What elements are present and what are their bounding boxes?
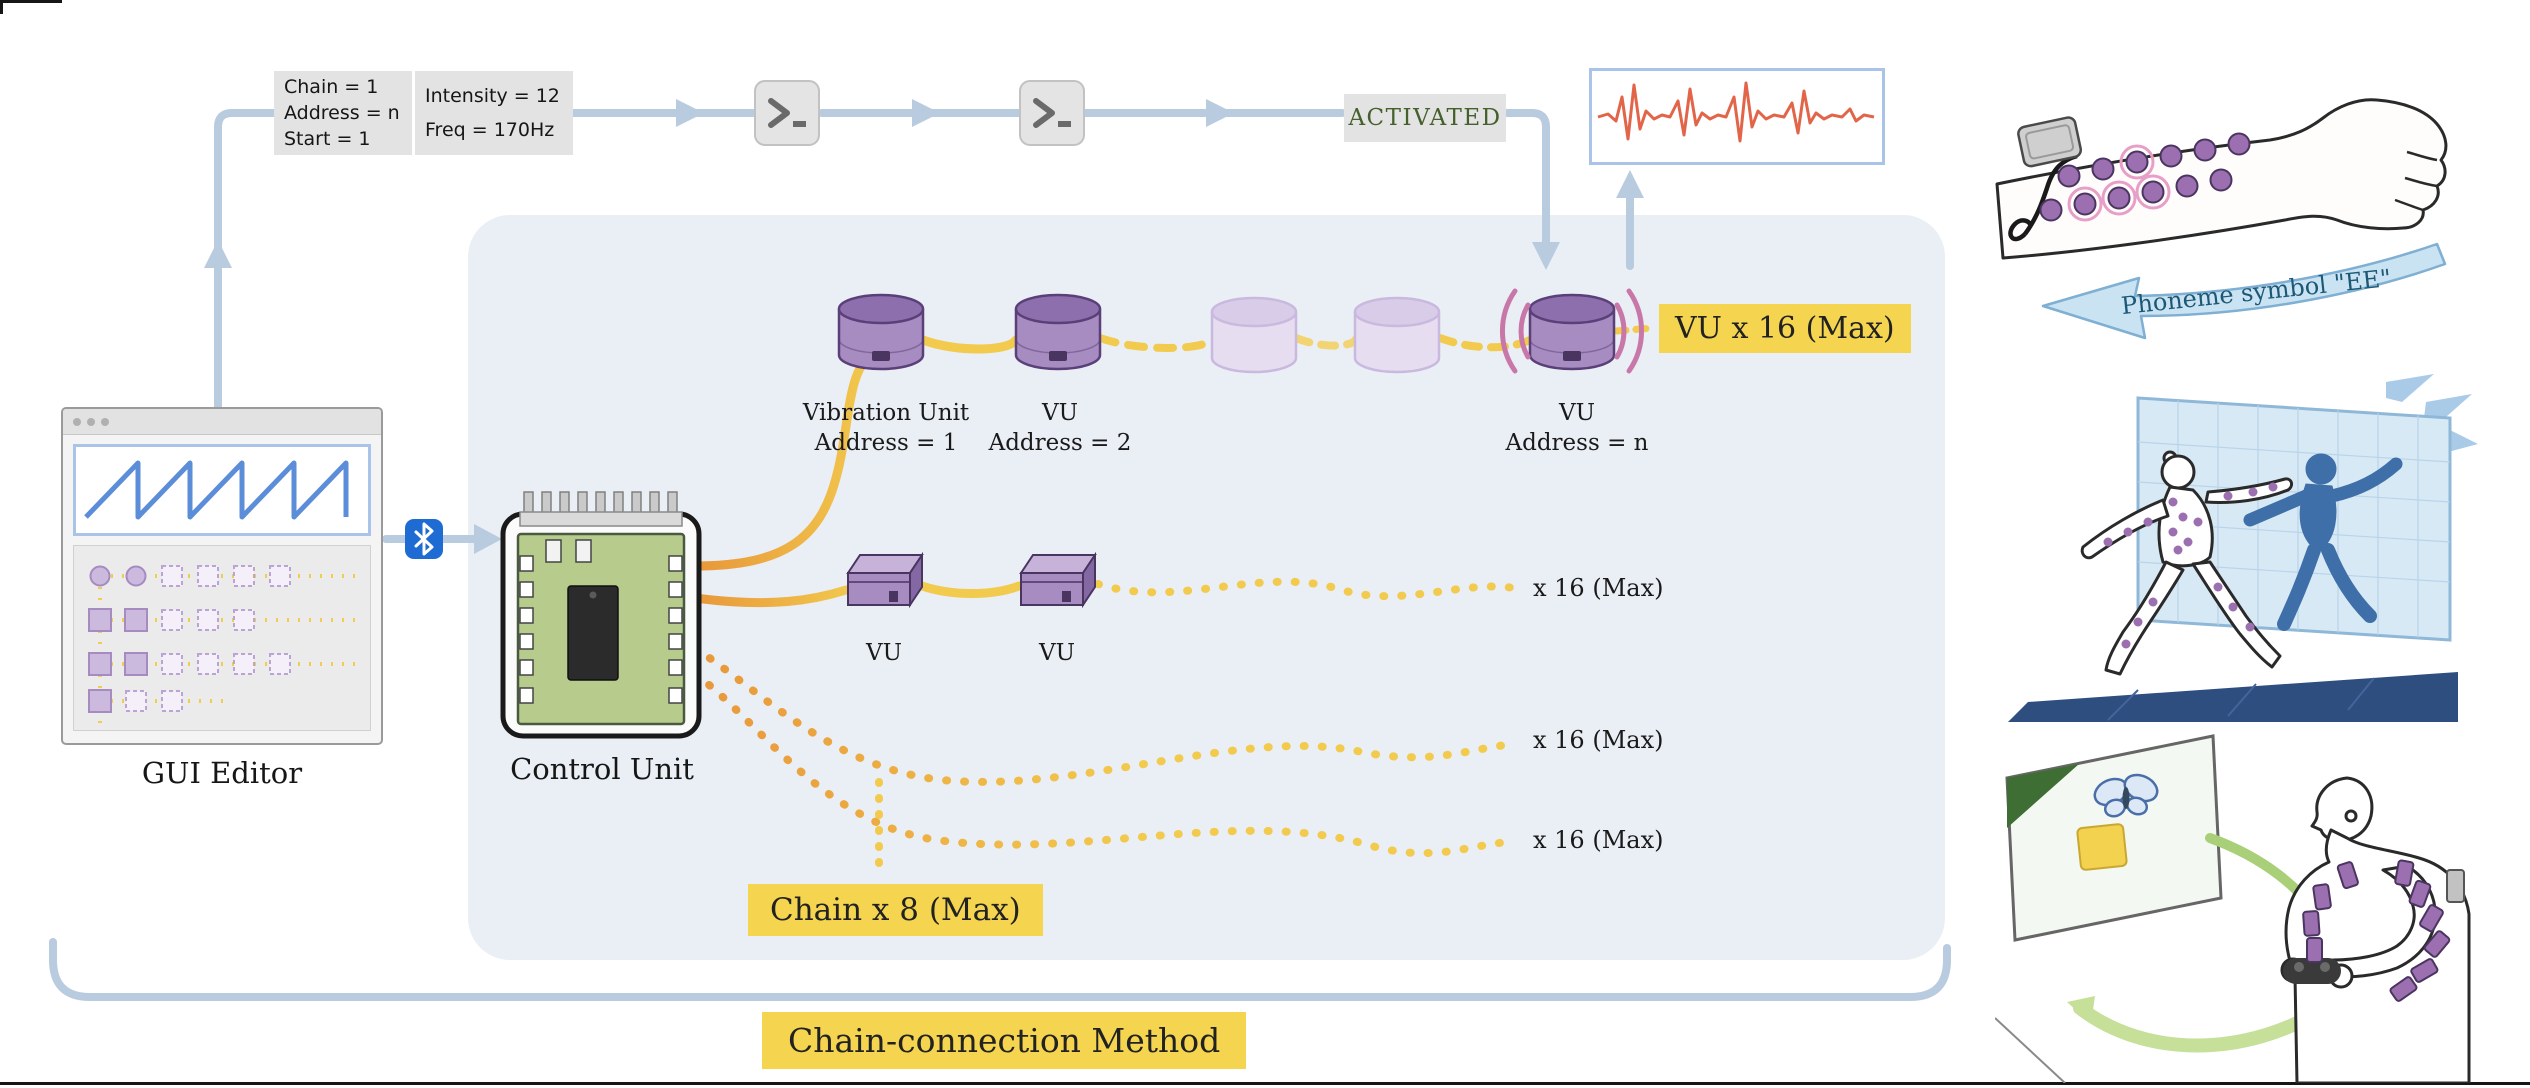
vun-label: VU Address = n [1477, 398, 1677, 458]
vibration-arcs-icon [1500, 288, 1644, 374]
param-line: Start = 1 [284, 128, 371, 150]
chain2-max-label: x 16 (Max) [1533, 574, 1664, 602]
feedback-loop-line [49, 938, 1951, 1001]
chip-icon [567, 585, 619, 681]
figure-caption: Chain-connection Method [762, 1012, 1247, 1069]
response-up-arrow-icon [1616, 170, 1644, 198]
finger-lines [2394, 150, 2438, 212]
vibration-ring-icon [2101, 180, 2137, 216]
node-grid-thumbnail [73, 545, 371, 731]
vu-box-2 [1020, 554, 1096, 606]
target-square [2076, 823, 2128, 871]
vu-box2-label: VU [1039, 640, 1075, 666]
chain4-max-label: x 16 (Max) [1533, 826, 1664, 854]
motion-chevron-icon [2448, 430, 2478, 452]
up-arrow-icon [204, 240, 232, 268]
vibration-ring-icon [2135, 174, 2171, 210]
gui-editor-window [61, 407, 383, 745]
pin-pads [519, 555, 683, 704]
connector-icon [519, 491, 683, 527]
wearable-device [2017, 116, 2083, 168]
game-screen [2005, 734, 2223, 942]
chain-wires [690, 324, 1658, 878]
vest-vibration-units [2302, 859, 2465, 1002]
signal-flow-lines [204, 99, 1644, 554]
desk-edge [1994, 1017, 2066, 1084]
activation-down-arrow-icon [1532, 242, 1560, 270]
right-arrow-icon [676, 99, 704, 127]
control-unit-caption: Control Unit [510, 752, 694, 786]
chain-count-label: Chain x 8 (Max) [748, 884, 1043, 936]
control-unit-device [500, 491, 702, 739]
chain2-wire [690, 585, 851, 608]
strap-cord [2008, 153, 2078, 242]
param-line: Intensity = 12 [425, 85, 560, 107]
vu2-label: VU Address = 2 [960, 398, 1160, 458]
vibration-unit-2 [1014, 293, 1102, 371]
vibration-unit-n [1528, 293, 1616, 371]
phoneme-label: Phoneme symbol "EE" [2120, 264, 2393, 320]
bluetooth-icon [405, 519, 443, 559]
vibration-unit-ghost-2 [1353, 296, 1441, 374]
vu1-label-line1: Vibration Unit [802, 400, 970, 426]
vu2-label-line2: Address = 2 [988, 430, 1132, 456]
vun-label-line2: Address = n [1505, 430, 1649, 456]
figure-bottom-rule [0, 1082, 2530, 1085]
terminal-prompt-icon [1020, 81, 1084, 145]
bead-strap [2039, 132, 2251, 222]
signal-waveform-icon [1597, 81, 1875, 143]
illustration-gaming-vest [1994, 718, 2475, 1085]
vibration-unit-1 [837, 293, 925, 371]
vibration-unit-ghost-1 [1210, 296, 1298, 374]
chain4-wire [691, 670, 1518, 858]
waveform-thumbnail [73, 444, 371, 536]
illustration-arm-wearable: Phoneme symbol "EE" [1985, 48, 2475, 378]
param-line: Address = n [284, 102, 400, 124]
vest-device [2446, 869, 2465, 903]
motion-chevron-icon [2386, 374, 2434, 402]
right-arrow-icon [1206, 99, 1234, 127]
param-line: Chain = 1 [284, 76, 379, 98]
vu-box-1 [847, 554, 923, 606]
vun-label-line1: VU [1559, 400, 1595, 426]
terminal-prompt-icon [755, 81, 819, 145]
bluetooth-arrow-icon [474, 524, 502, 554]
chain3-max-label: x 16 (Max) [1533, 726, 1664, 754]
butterfly-icon [2093, 773, 2159, 818]
vu-box1-label: VU [866, 640, 902, 666]
phoneme-arrow-icon [2041, 242, 2447, 340]
right-arrow-icon [912, 99, 940, 127]
vibration-ring-icon [2067, 186, 2103, 222]
param-box-chain: Chain = 1 Address = n Start = 1 [274, 71, 412, 155]
chain1-wire [690, 349, 877, 571]
dancer-silhouette [2243, 453, 2403, 631]
output-waveform-display [1589, 68, 1885, 165]
vu1-label: Vibration Unit Address = 1 [786, 398, 986, 458]
gui-editor-caption: GUI Editor [141, 756, 303, 790]
param-box-signal: Intensity = 12 Freq = 170Hz [415, 71, 573, 155]
window-dots-icon [73, 417, 81, 426]
input-arrow [2073, 1001, 2332, 1053]
vu1-label-line2: Address = 1 [814, 430, 958, 456]
motion-markers [2103, 482, 2278, 649]
game-controller [2283, 958, 2341, 984]
stage-floor [2008, 672, 2458, 722]
activated-status-badge: ACTIVATED [1344, 94, 1506, 142]
vu-max-label: VU x 16 (Max) [1659, 304, 1911, 353]
illustration-dance-motion [1988, 372, 2478, 722]
window-titlebar [63, 409, 381, 435]
param-line: Freq = 170Hz [425, 119, 555, 141]
chain3-wire [691, 644, 1518, 786]
window-dots-icon [101, 417, 109, 426]
window-dots-icon [87, 417, 95, 426]
vibration-ring-icon [2119, 144, 2155, 180]
vu2-label-line1: VU [1042, 400, 1078, 426]
